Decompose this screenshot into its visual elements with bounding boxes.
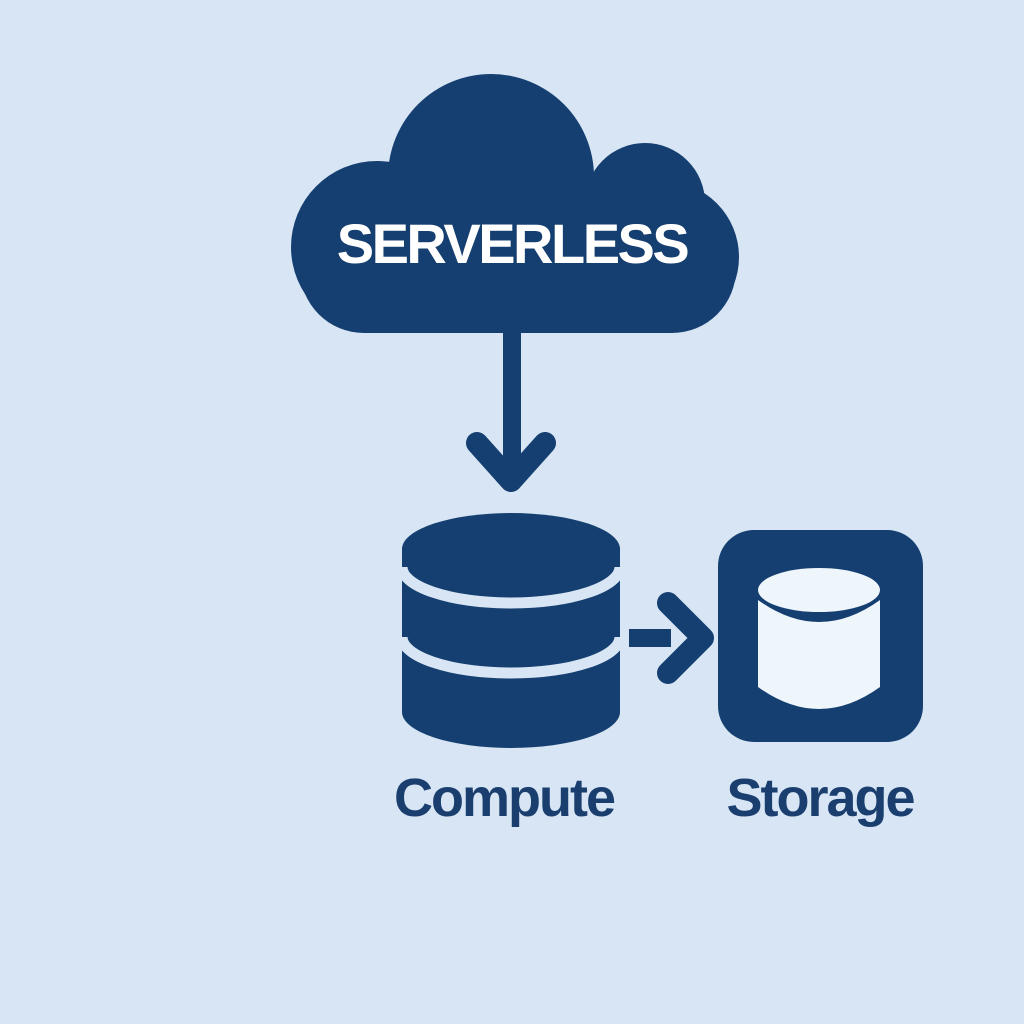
- storage-icon: [718, 530, 923, 742]
- compute-label: Compute: [394, 768, 616, 828]
- cloud-icon: [291, 74, 739, 333]
- cloud-title: SERVERLESS: [336, 212, 690, 275]
- arrow-right-icon: [629, 592, 714, 684]
- storage-label: Storage: [726, 768, 915, 828]
- arrow-down-icon: [466, 325, 556, 492]
- database-icon: [396, 513, 626, 748]
